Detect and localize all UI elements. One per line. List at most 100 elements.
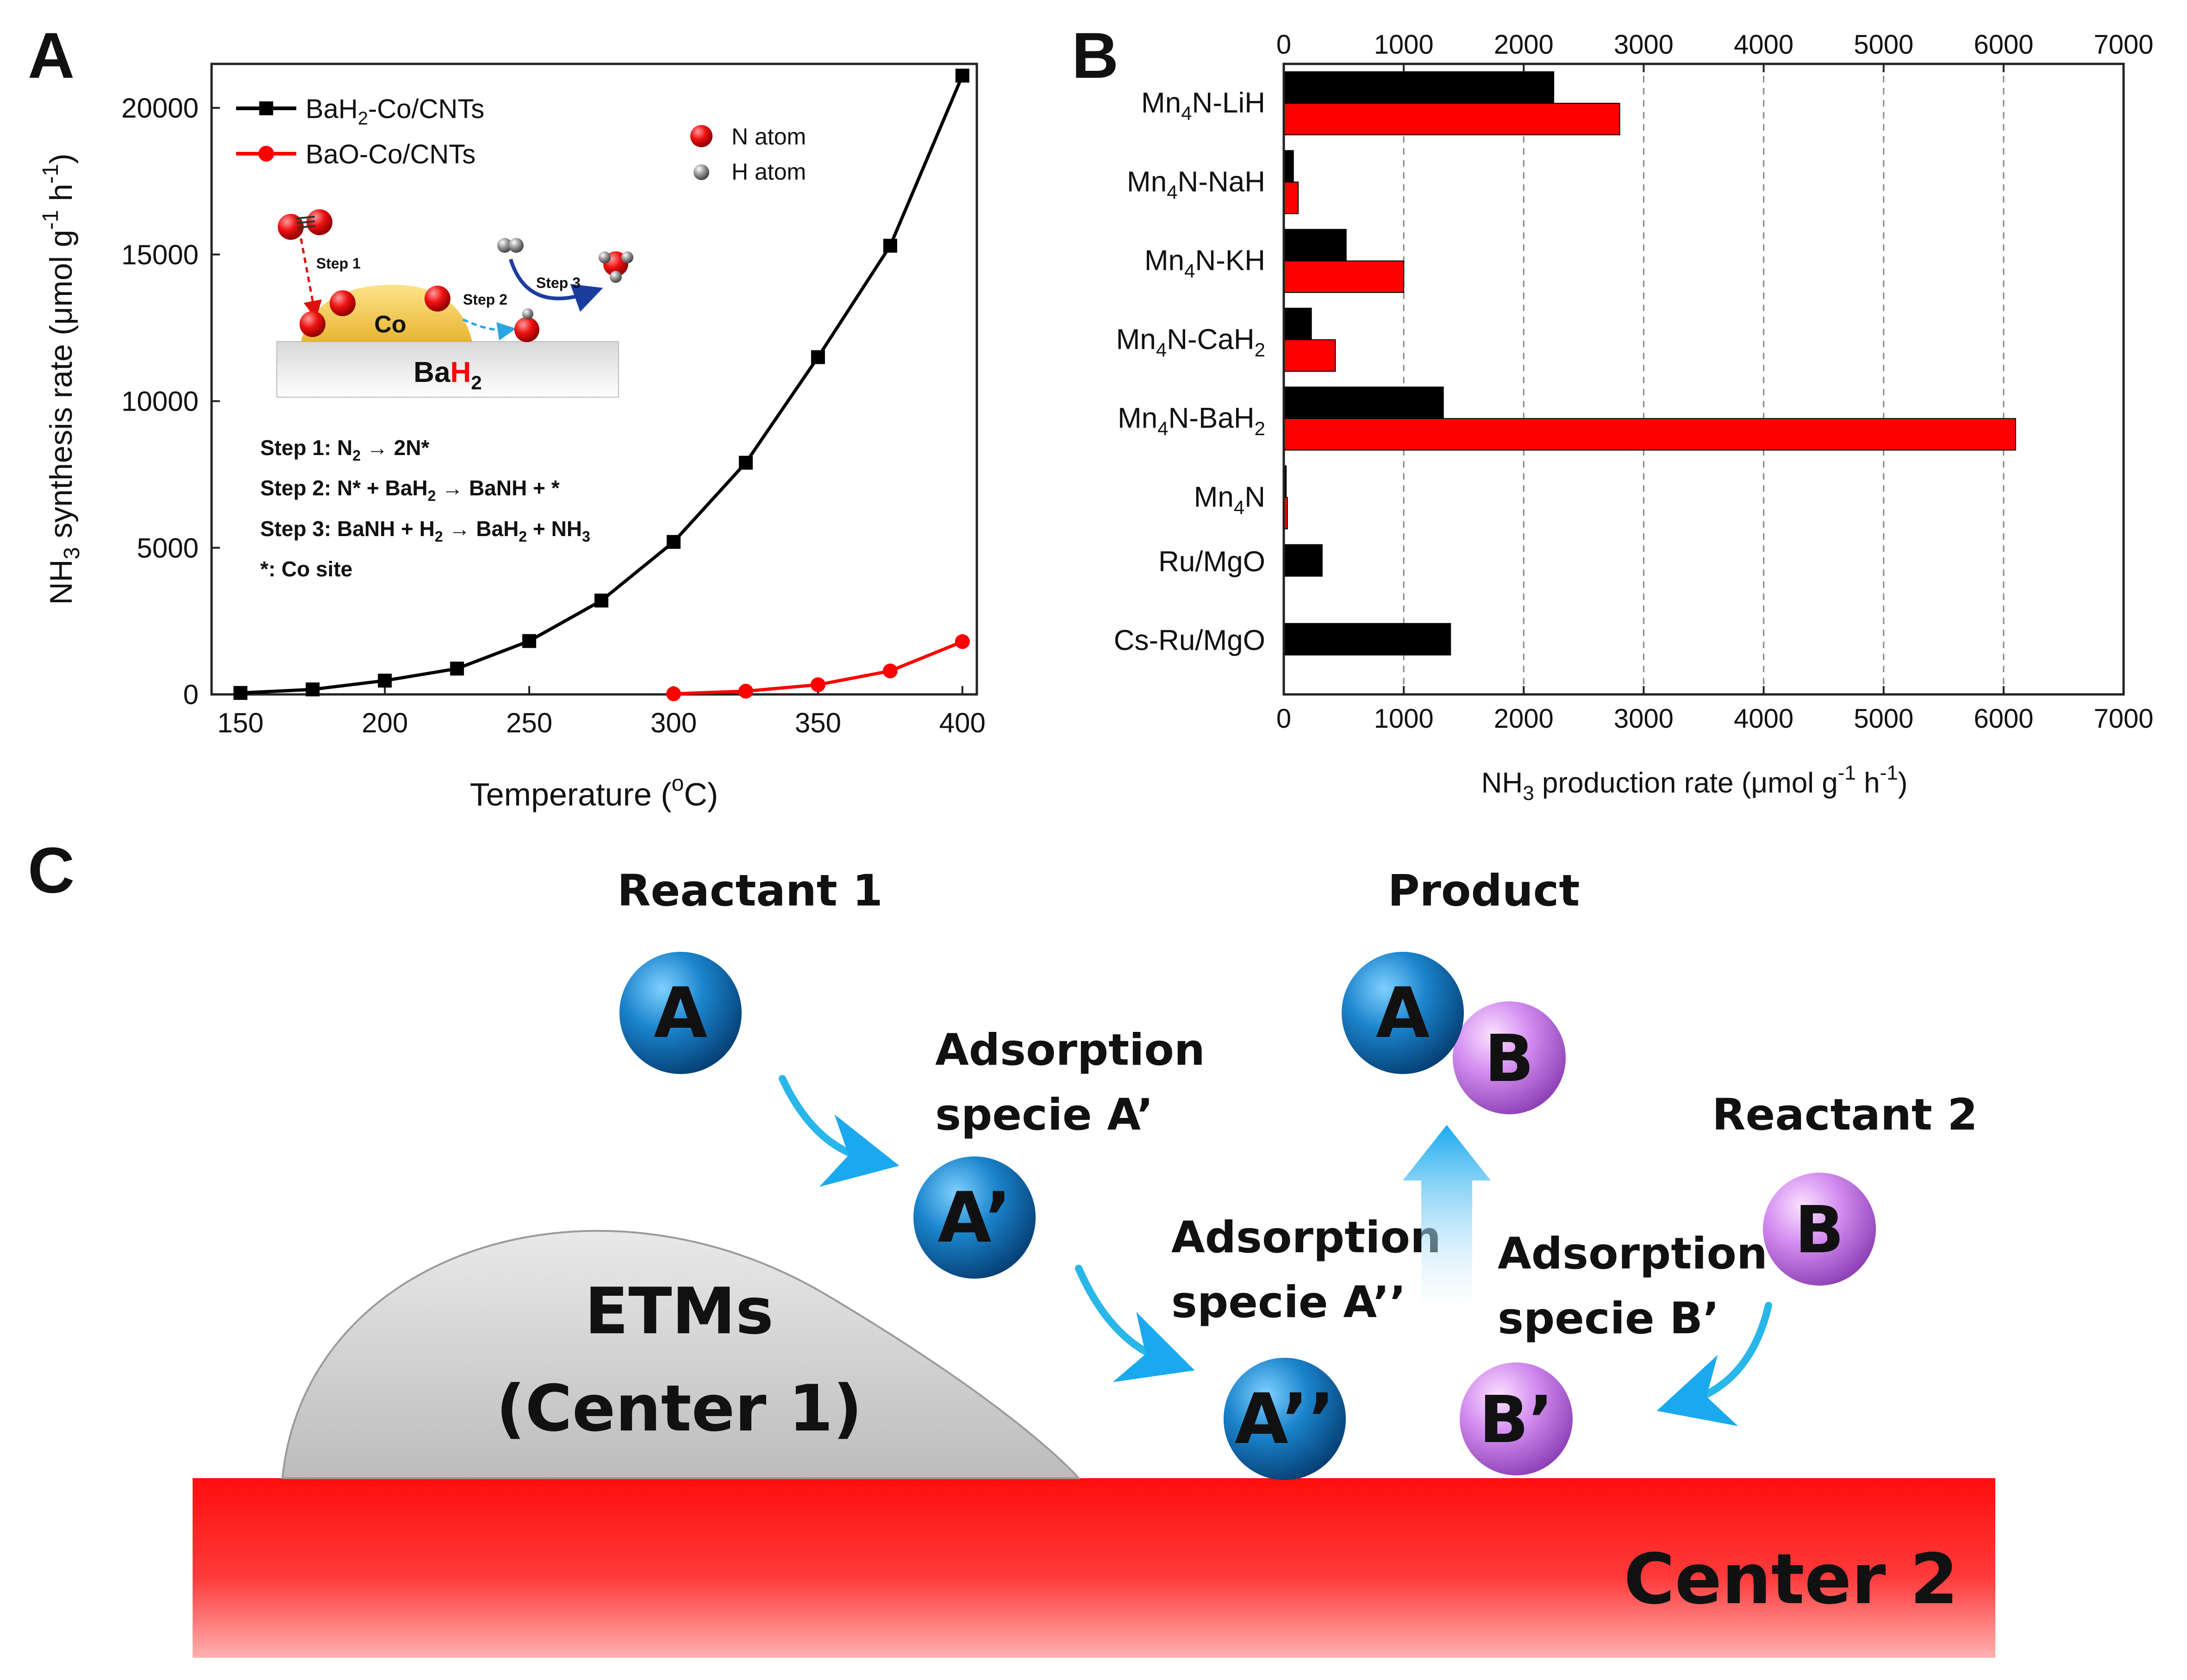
arrow-up-to-product <box>1403 1125 1491 1315</box>
panel-a-mechanism-inset: BaH2 Co Step 1 Step 2 Step 3 <box>276 209 633 398</box>
sphere-b-product: B <box>1453 1001 1566 1114</box>
h2-molecule-icon <box>497 238 512 253</box>
y-tick-label: 10000 <box>121 386 199 417</box>
category-label: Cs-Ru/MgO <box>1114 625 1265 656</box>
step2-label: Step 2 <box>463 291 507 308</box>
reactant1-label: Reactant 1 <box>617 866 883 916</box>
x-tick-label: 200 <box>362 707 408 738</box>
series-1-point <box>811 350 825 364</box>
panel-a-x-axis-label: Temperature (oC) <box>470 771 718 812</box>
x-tick-label-top: 2000 <box>1494 30 1554 60</box>
series-2-point <box>955 634 970 649</box>
series-2-point <box>882 663 898 679</box>
bar-series-1 <box>1283 544 1323 577</box>
legend-entry-bao-co-cnts: BaO-Co/CNTs <box>306 139 475 169</box>
etm-label-line1: ETMs <box>585 1274 774 1349</box>
reactant2-label: Reactant 2 <box>1712 1090 1978 1140</box>
bar-series-1 <box>1283 150 1294 183</box>
sphere-b-reactant: B <box>1763 1173 1876 1286</box>
step3-label: Step 3 <box>536 275 581 291</box>
x-tick-label-bottom: 3000 <box>1614 704 1674 734</box>
sphere-a-prime: A’ <box>913 1156 1036 1279</box>
x-tick-label-top: 0 <box>1276 30 1291 60</box>
x-tick-label-bottom: 5000 <box>1854 704 1913 734</box>
bah2-support-label: BaH2 <box>413 356 481 393</box>
x-tick-label-top: 7000 <box>2093 30 2153 60</box>
x-tick-label-top: 5000 <box>1854 30 1913 60</box>
h-atom-icon <box>694 164 709 180</box>
bar-series-2 <box>1283 181 1299 214</box>
bar-series-1 <box>1283 307 1312 340</box>
panel-b-grid <box>1403 64 2005 694</box>
y-tick-label: 20000 <box>121 93 199 124</box>
series-1-point <box>306 682 320 697</box>
panel-a-plot-frame <box>210 62 978 696</box>
category-label: Mn4N-BaH2 <box>1118 402 1265 439</box>
series-1-point <box>738 456 753 470</box>
category-label: Mn4N-LiH <box>1141 87 1265 124</box>
adsorption-a-prime-label-1: Adsorption <box>935 1025 1205 1075</box>
x-tick-label-top: 6000 <box>1974 30 2033 60</box>
bar-series-2 <box>1283 260 1405 293</box>
series-2-point <box>810 677 825 693</box>
center2-label: Center 2 <box>1624 1539 1958 1620</box>
series-1-point <box>522 634 537 648</box>
product-label: Product <box>1388 866 1580 916</box>
svg-text:B: B <box>1795 1193 1844 1268</box>
series-1-point <box>450 662 464 676</box>
x-tick-label: 400 <box>939 707 986 738</box>
arrow-a-prime-to-a-dprime <box>1075 1265 1195 1382</box>
x-tick-label: 250 <box>506 707 552 738</box>
series-1-point <box>883 238 897 253</box>
panel-b-ticks: 0010001000200020003000300040004000500050… <box>1276 30 2154 734</box>
series-2-point <box>666 686 681 701</box>
center2-surface <box>193 1478 1995 1658</box>
series-2-point <box>738 684 753 699</box>
y-tick-label: 5000 <box>137 532 199 563</box>
adsorption-a-dprime-label-2: specie A’’ <box>1171 1277 1406 1328</box>
n2-molecule-icon <box>278 214 304 240</box>
x-tick-label-bottom: 0 <box>1276 704 1291 734</box>
sphere-a-product: A <box>1342 952 1464 1074</box>
etm-label-line2: (Center 1) <box>496 1371 862 1446</box>
step1-equation: Step 1: N2 → 2N* <box>260 436 430 464</box>
y-tick-label: 0 <box>183 679 199 710</box>
panel-label-a: A <box>28 19 75 92</box>
category-label: Mn4N-NaH <box>1127 166 1265 203</box>
x-tick-label-top: 3000 <box>1614 30 1674 60</box>
svg-text:A’’: A’’ <box>1235 1379 1335 1460</box>
panel-a-atom-legend: N atom H atom <box>690 124 806 185</box>
h-atom-label: H atom <box>731 159 806 185</box>
bar-series-1 <box>1283 71 1555 104</box>
adsorption-b-prime-label-1: Adsorption <box>1498 1229 1768 1279</box>
x-tick-label-bottom: 1000 <box>1374 704 1434 734</box>
panel-b-x-axis-label: NH3 production rate (μmol g-1 h-1) <box>1481 762 1908 805</box>
svg-text:A’: A’ <box>937 1178 1011 1258</box>
adsorption-a-dprime-label-1: Adsorption <box>1171 1212 1441 1263</box>
adsorption-a-prime-label-2: specie A’ <box>935 1090 1153 1140</box>
panel-c-diagram: Center 2 ETMs (Center 1) Reactant 1 Prod… <box>193 866 1995 1658</box>
category-label: Ru/MgO <box>1158 546 1265 578</box>
sphere-a-dprime: A’’ <box>1224 1358 1346 1480</box>
panel-a-legend: BaH2-Co/CNTs BaO-Co/CNTs <box>236 94 484 169</box>
x-tick-label-bottom: 4000 <box>1734 704 1793 734</box>
sphere-a-reactant: A <box>619 952 742 1074</box>
category-label: Mn4N-CaH2 <box>1116 324 1265 361</box>
x-tick-label-top: 1000 <box>1374 30 1434 60</box>
bar-series-2 <box>1283 339 1336 372</box>
step2-equation: Step 2: N* + BaH2 → BaNH + * <box>260 476 560 504</box>
n-atom-icon <box>690 125 712 147</box>
co-label: Co <box>374 311 406 338</box>
x-tick-label-bottom: 6000 <box>1974 704 2033 734</box>
y-tick-label: 15000 <box>121 239 199 270</box>
category-label: Mn4N-KH <box>1144 245 1265 282</box>
bar-series-2 <box>1283 103 1620 136</box>
x-tick-label: 350 <box>795 707 841 738</box>
svg-text:A: A <box>654 973 707 1054</box>
series-1-point <box>233 686 248 700</box>
svg-text:B’: B’ <box>1479 1382 1553 1458</box>
step1-label: Step 1 <box>316 255 361 272</box>
panel-a-series <box>233 69 970 701</box>
